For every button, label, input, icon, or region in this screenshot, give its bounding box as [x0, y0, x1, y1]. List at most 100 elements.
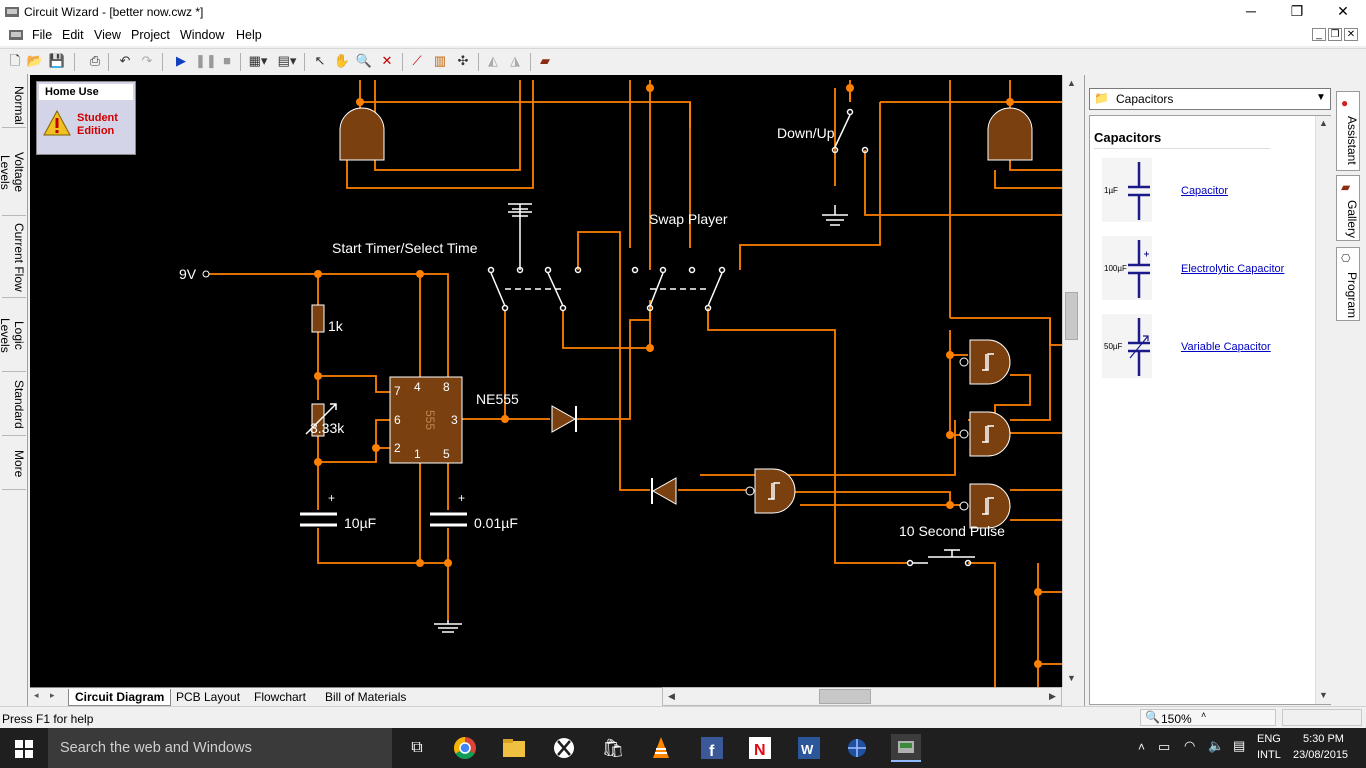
variable-capacitor-link[interactable]: Variable Capacitor: [1181, 341, 1271, 353]
canvas-horizontal-scrollbar[interactable]: ◀ ▶: [662, 687, 1062, 706]
tab-standard[interactable]: Standard: [2, 374, 26, 436]
play-icon[interactable]: ▶: [176, 53, 186, 68]
ne555-chip[interactable]: [389, 376, 463, 464]
scroll-down-icon[interactable]: ▼: [1067, 673, 1076, 683]
select-pointer-icon[interactable]: ↖: [314, 53, 326, 68]
tab-voltage-levels[interactable]: Voltage Levels: [0, 130, 26, 216]
tab-gallery[interactable]: ▰ Gallery: [1336, 175, 1360, 241]
scroll-up-icon[interactable]: ▲: [1067, 78, 1076, 88]
circuit-canvas[interactable]: 555 7 4 8 6 3 2 1 5 + +: [30, 75, 1062, 687]
mdi-close-button[interactable]: ✕: [1344, 28, 1358, 41]
and-gate-top-left[interactable]: [339, 107, 385, 161]
tab-current-flow[interactable]: Current Flow: [2, 218, 26, 298]
tab-scroll-right-icon[interactable]: ▸: [50, 690, 55, 700]
mdi-minimize-button[interactable]: _: [1312, 28, 1326, 41]
switches[interactable]: [487, 108, 976, 567]
probe-icon[interactable]: ⟋: [412, 53, 422, 68]
clock-time[interactable]: 5:30 PM: [1303, 733, 1344, 745]
circuit-wizard-taskbar-icon[interactable]: [891, 734, 921, 762]
capacitors[interactable]: [300, 512, 467, 527]
language-code[interactable]: ENG: [1257, 733, 1281, 745]
category-dropdown[interactable]: 📁 Capacitors ▼: [1089, 88, 1331, 110]
facebook-icon[interactable]: f: [697, 734, 727, 762]
menu-file[interactable]: File: [32, 28, 53, 42]
variable-capacitor-thumbnail[interactable]: 50µF: [1102, 314, 1152, 378]
volume-icon[interactable]: 🔈: [1208, 738, 1225, 753]
gallery-scroll-up-icon[interactable]: ▲: [1319, 118, 1328, 128]
xbox-icon[interactable]: [549, 734, 579, 762]
zoom-spin-icon[interactable]: ˄: [1201, 710, 1207, 720]
tab-bill-of-materials[interactable]: Bill of Materials: [325, 690, 407, 704]
undo-icon[interactable]: ↶: [119, 53, 131, 68]
capacitor-thumbnail[interactable]: 1µF: [1102, 158, 1152, 222]
mdi-restore-button[interactable]: ❐: [1328, 28, 1342, 41]
netflix-icon[interactable]: N: [745, 734, 775, 762]
pause-icon[interactable]: ❚❚: [195, 53, 217, 68]
tab-scroll-left-icon[interactable]: ◂: [34, 690, 39, 700]
gallery-scrollbar[interactable]: ▲ ▼: [1315, 116, 1331, 704]
tab-pcb-layout[interactable]: PCB Layout: [176, 690, 241, 704]
language-layout[interactable]: INTL: [1257, 749, 1281, 761]
scroll-left-icon[interactable]: ◀: [668, 691, 675, 701]
open-folder-icon[interactable]: 📂: [26, 53, 44, 68]
electrolytic-capacitor-thumbnail[interactable]: 100µF: [1102, 236, 1152, 300]
zoom-icon[interactable]: 🔍: [355, 53, 373, 68]
component-tool-icon[interactable]: ✣: [457, 53, 469, 68]
maximize-button[interactable]: ❐: [1290, 3, 1304, 19]
scroll-thumb[interactable]: [1065, 292, 1078, 340]
component-dropdown-icon[interactable]: ▦▾: [248, 53, 268, 68]
store-icon[interactable]: 🛍: [601, 738, 625, 758]
show-hidden-icons[interactable]: ˄: [1138, 740, 1146, 754]
schmitt-nand-gates[interactable]: [745, 339, 1011, 529]
stop-icon[interactable]: ■: [223, 53, 231, 68]
save-icon[interactable]: 💾: [48, 53, 66, 68]
file-explorer-icon[interactable]: [499, 734, 529, 762]
task-view-icon[interactable]: ⧉: [411, 739, 423, 756]
electrolytic-capacitor-link[interactable]: Electrolytic Capacitor: [1181, 263, 1285, 275]
tab-logic-levels[interactable]: Logic Levels: [0, 300, 26, 372]
taskbar-search[interactable]: Search the web and Windows: [48, 728, 392, 768]
delete-icon[interactable]: ✕: [381, 53, 393, 68]
scroll-right-icon[interactable]: ▶: [1049, 691, 1056, 701]
app-icon-globe[interactable]: [842, 734, 872, 762]
menu-view[interactable]: View: [94, 28, 121, 42]
menu-help[interactable]: Help: [236, 28, 262, 42]
action-center-icon[interactable]: ▤: [1233, 738, 1246, 753]
minimize-button[interactable]: ─: [1246, 3, 1256, 19]
diodes[interactable]: [551, 405, 677, 505]
chrome-icon[interactable]: [450, 734, 480, 762]
menu-project[interactable]: Project: [131, 28, 170, 42]
pan-hand-icon[interactable]: ✋: [333, 53, 351, 68]
power-terminal[interactable]: [202, 270, 210, 278]
clock-date[interactable]: 23/08/2015: [1293, 749, 1349, 761]
tab-normal[interactable]: Normal: [2, 82, 26, 128]
chevron-down-icon[interactable]: ▼: [1316, 92, 1326, 103]
zoom-control[interactable]: 🔍 150% ˄: [1140, 709, 1276, 726]
gallery-scroll-down-icon[interactable]: ▼: [1319, 690, 1328, 700]
menu-edit[interactable]: Edit: [62, 28, 84, 42]
battery-icon[interactable]: ▭: [1158, 739, 1171, 754]
graph-icon[interactable]: ▥: [433, 53, 447, 68]
resistor-1k[interactable]: [311, 304, 325, 333]
rotate-left-icon[interactable]: ◭: [488, 53, 498, 68]
redo-icon[interactable]: ↷: [141, 53, 153, 68]
new-file-icon[interactable]: 🗋: [9, 53, 21, 68]
close-button[interactable]: ✕: [1337, 3, 1349, 19]
vlc-icon[interactable]: [646, 734, 676, 762]
canvas-vertical-scrollbar[interactable]: ▲ ▼: [1062, 75, 1079, 687]
tab-program[interactable]: ⎔ Program: [1336, 247, 1360, 321]
windows-start-icon[interactable]: [15, 740, 33, 758]
wifi-icon[interactable]: ◠: [1184, 738, 1196, 753]
capacitor-link[interactable]: Capacitor: [1181, 185, 1229, 197]
and-gate-top-right[interactable]: [987, 107, 1033, 161]
tab-assistant[interactable]: ● Assistant: [1336, 91, 1360, 171]
tab-flowchart[interactable]: Flowchart: [254, 690, 307, 704]
print-icon[interactable]: ⎙: [89, 53, 101, 68]
tab-more[interactable]: More: [2, 438, 26, 490]
rotate-right-icon[interactable]: ◮: [510, 53, 520, 68]
view-dropdown-icon[interactable]: ▤▾: [277, 53, 297, 68]
hscroll-thumb[interactable]: [819, 689, 871, 704]
variable-resistor[interactable]: [311, 403, 325, 437]
tab-circuit-diagram[interactable]: Circuit Diagram: [68, 689, 172, 706]
word-icon[interactable]: W: [794, 734, 824, 762]
